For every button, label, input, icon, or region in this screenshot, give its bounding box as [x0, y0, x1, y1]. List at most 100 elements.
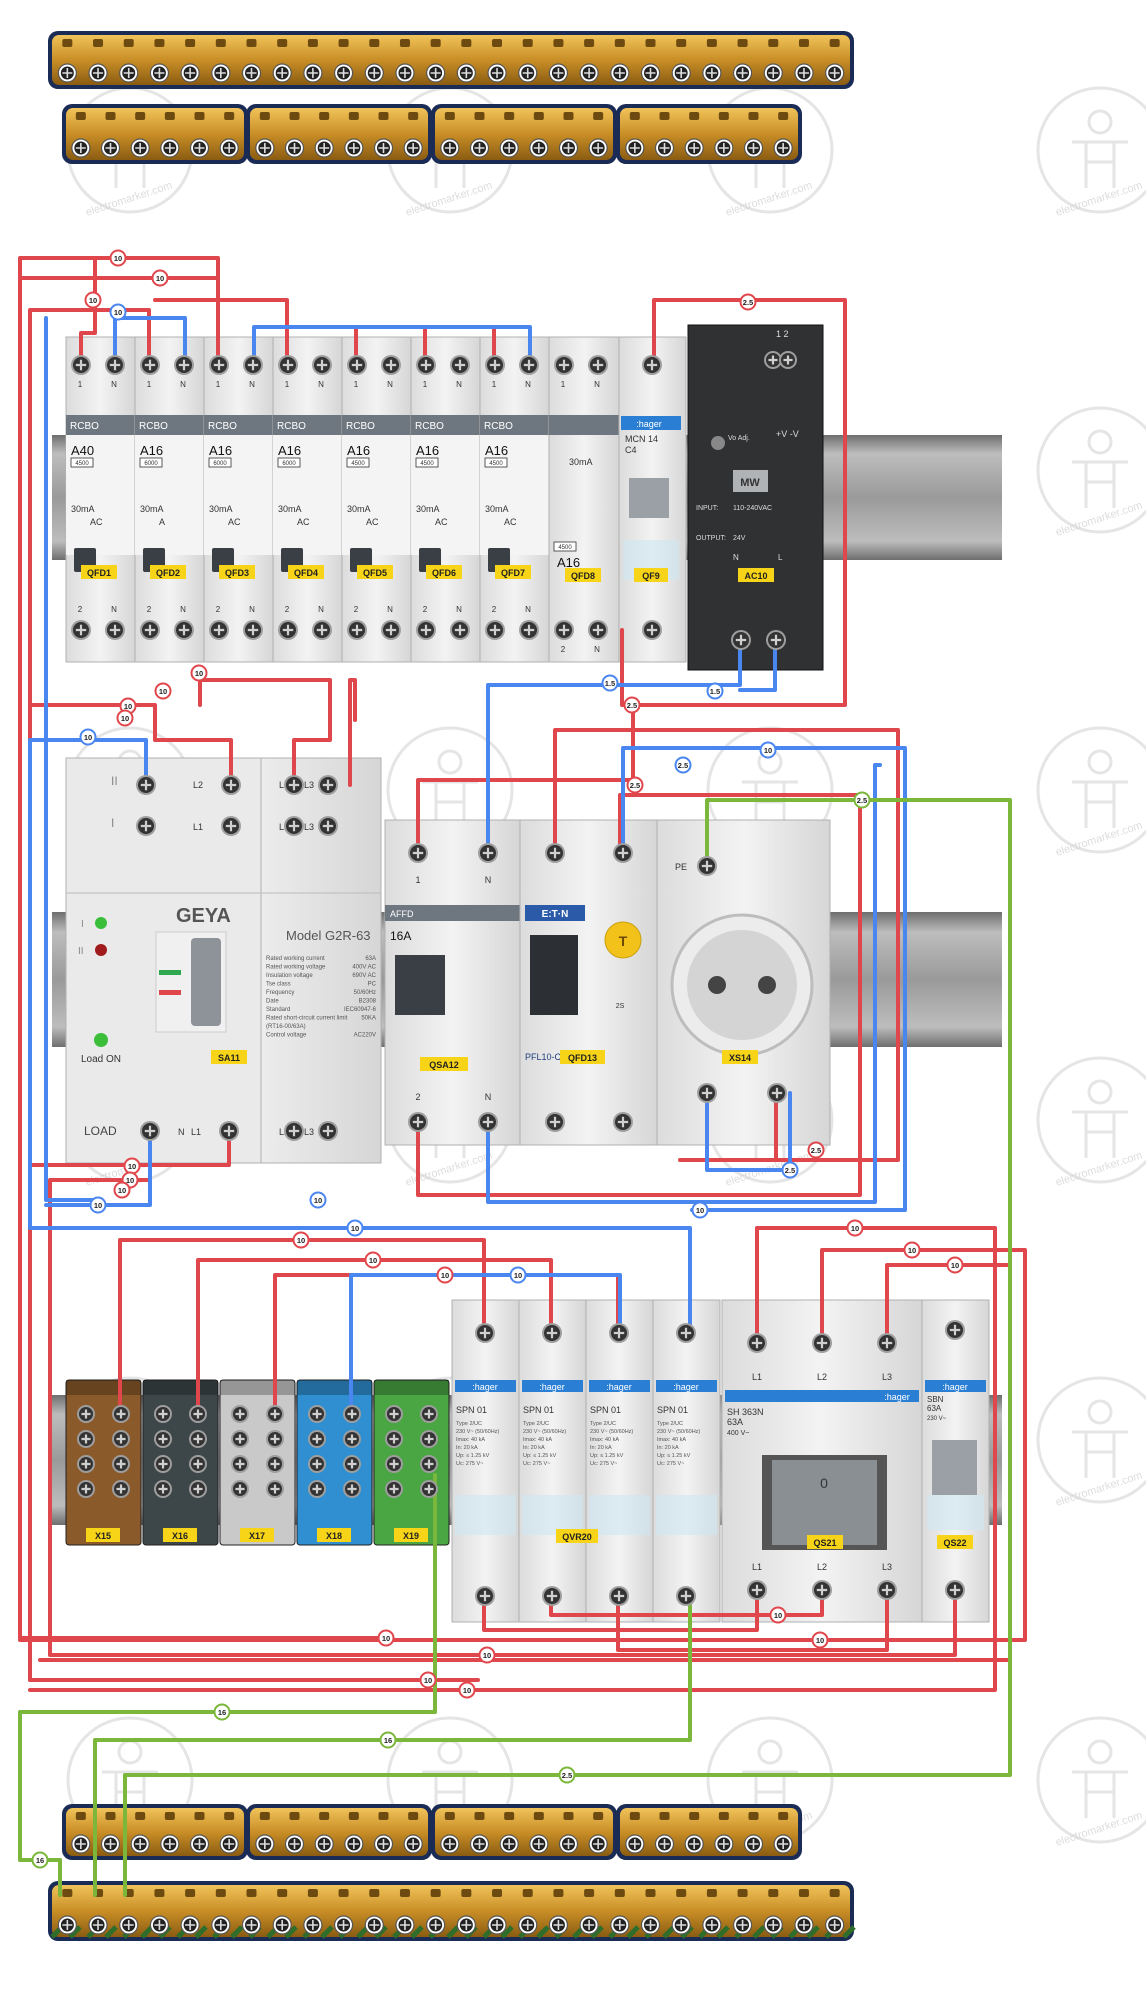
busbar-screw: [763, 63, 783, 83]
busbar-screw: [189, 1834, 210, 1854]
busbar-screw: [579, 1915, 599, 1935]
screw-slot: [563, 1839, 574, 1849]
earth-stripe: [410, 1925, 424, 1939]
screw-slot: [135, 1839, 146, 1849]
screw-slot: [338, 68, 349, 78]
rcbo-term-bot-n: N: [387, 605, 393, 614]
screw-slot: [347, 1409, 357, 1419]
terminal-screw: [266, 1430, 284, 1448]
terminal-screw: [231, 1430, 249, 1448]
phase-wire: [553, 728, 900, 1162]
busbar-hole: [645, 1889, 656, 1897]
wire-label-text: 2.5: [811, 1146, 821, 1155]
rcbo-breaking-box: [277, 457, 301, 468]
qs22-window: [927, 1495, 984, 1530]
watermark-figure: [1072, 780, 1128, 828]
screw-slot: [533, 143, 544, 153]
top-small-busbar: [62, 104, 248, 164]
busbar-screw: [588, 138, 608, 158]
screw-slot: [949, 1324, 961, 1336]
screw-slot: [522, 1920, 533, 1930]
wire-label-text: 10: [951, 1261, 959, 1270]
rcbo-term-top-1: 1: [78, 380, 83, 389]
busbar-screw: [610, 1915, 630, 1935]
busbar-hole: [829, 1889, 840, 1897]
terminal-screw: [140, 620, 160, 640]
terminal-screw: [308, 1430, 326, 1448]
busbar-hole: [164, 112, 175, 120]
busbar-hole: [629, 112, 640, 120]
wire-label: 10: [346, 1219, 364, 1237]
rcbo-term-top-1: 1: [147, 380, 152, 389]
watermark-head: [1087, 1399, 1113, 1425]
sa11-led-green: [95, 917, 107, 929]
screw-slot: [645, 1920, 656, 1930]
screw-slot: [225, 820, 237, 832]
wire-label-text: 10: [159, 687, 167, 696]
screw-slot: [553, 68, 564, 78]
wire-label-text: 10: [764, 746, 772, 755]
busbar-screw: [469, 1834, 490, 1854]
screw-slot: [75, 359, 87, 371]
busbar-screw: [303, 63, 323, 83]
wire-label-ring: [759, 741, 777, 759]
busbar-screw: [71, 138, 91, 158]
terminal-screw: [416, 620, 436, 640]
sa11-ii: II: [111, 774, 118, 788]
wire-label-ring: [116, 709, 134, 727]
busbar-screw: [403, 138, 423, 158]
terminal-screw: [766, 630, 786, 650]
screw-slot: [109, 624, 121, 636]
rcbo-header: RCBO: [208, 421, 237, 432]
device-tag-bg: [219, 565, 255, 579]
terminal-screw: [945, 1580, 965, 1600]
screw-slot: [748, 143, 759, 153]
terminal-screw: [140, 1121, 160, 1141]
spd-spec-line: Up: ≤ 1.25 kV: [590, 1453, 624, 1459]
earth-stripe: [626, 1925, 640, 1939]
screw-slot: [629, 1839, 640, 1849]
rcd-tag: QFD8: [571, 571, 595, 581]
busbar-screw: [219, 1834, 239, 1854]
busbar-hole: [215, 1889, 226, 1897]
spd-spec-line: Uc: 275 V~: [456, 1461, 483, 1467]
busbar-hole: [75, 1812, 86, 1820]
busbar-screw: [640, 63, 661, 83]
spd-spec-line: 230 V~ (50/60Hz): [523, 1429, 566, 1435]
rcbo-type: AC: [435, 517, 448, 527]
rcbo-rating: A40: [71, 443, 94, 458]
qs21-handle-mark: 0: [820, 1475, 828, 1491]
terminal-screw: [697, 856, 717, 876]
screw-slot: [116, 1459, 126, 1469]
rcbo-term-bot-2: 2: [216, 605, 221, 614]
psu-output: OUTPUT:: [696, 535, 726, 542]
phase-wire: [153, 298, 289, 367]
rcbo-term-bot-n: N: [525, 605, 531, 614]
screw-slot: [316, 359, 328, 371]
psu-logo: MW: [740, 477, 760, 489]
sa11-spec-label: Control voltage: [266, 1033, 307, 1039]
rcbo-header-bar: [204, 415, 273, 435]
earth-stripe: [104, 1925, 118, 1939]
watermark-figure: [422, 1770, 478, 1818]
busbar-hole: [105, 112, 116, 120]
busbar-screw: [333, 63, 354, 83]
busbar-screw: [499, 1834, 519, 1854]
screw-slot: [246, 68, 257, 78]
terminal-screw: [308, 1480, 326, 1498]
busbar-screw: [671, 63, 691, 83]
spd-spec-line: In: 20 kA: [456, 1445, 478, 1451]
terminal-screw: [767, 1083, 787, 1103]
wire-label-ring: [558, 1766, 576, 1784]
wire-label-ring: [478, 1646, 496, 1664]
busbar-hole: [593, 112, 604, 120]
device-body: [548, 336, 620, 663]
sa11-brand: GEYA: [176, 905, 231, 927]
bottom-small-busbar: [431, 1804, 617, 1860]
screw-slot: [424, 1484, 434, 1494]
screw-slot: [193, 1409, 203, 1419]
screw-slot: [224, 1839, 235, 1849]
terminal-screw: [385, 1455, 403, 1473]
screw-slot: [81, 1409, 91, 1419]
busbar-hole: [737, 39, 748, 47]
